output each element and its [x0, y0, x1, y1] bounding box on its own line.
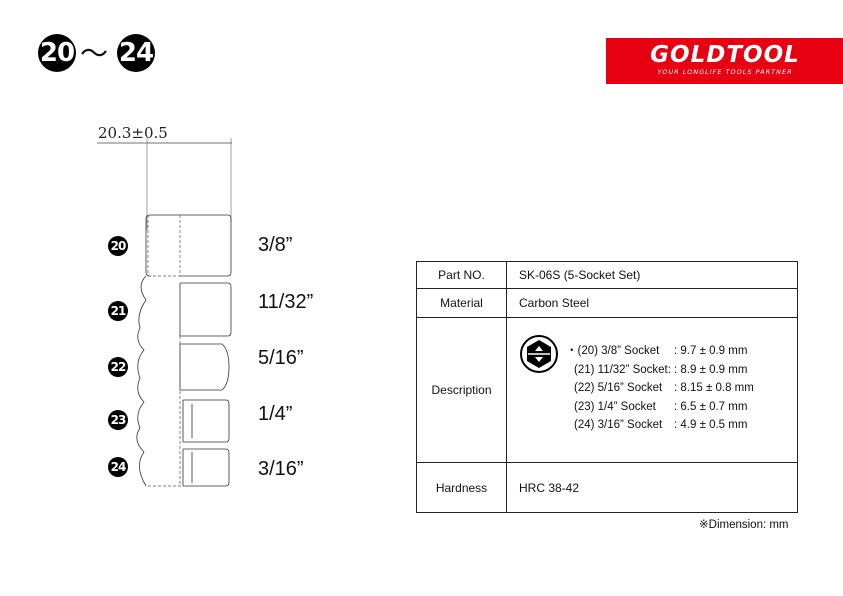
description-item: (23) 1/4” Socket: 6.5 ± 0.7 mm: [574, 400, 748, 413]
socket-23-outline: [183, 399, 230, 443]
description-item: (22) 5/16” Socket: 8.15 ± 0.8 mm: [574, 382, 754, 394]
material-label: Material: [416, 288, 507, 318]
part-no-label: Part NO.: [416, 261, 507, 289]
hardness-label: Hardness: [416, 462, 507, 513]
socket-size-21: 11/32”: [258, 291, 314, 313]
socket-23-detail: [182, 400, 193, 442]
socket-size-22: 5/16”: [258, 347, 304, 369]
goldtool-logo: GOLDTOOL YOUR LONGLIFE TOOLS PARTNER: [606, 38, 843, 84]
socket-size-23: 1/4”: [258, 403, 293, 425]
socket-badge-20: 20: [108, 236, 128, 256]
socket-badge-22: 22: [108, 357, 128, 377]
socket-badge-23: 23: [108, 410, 128, 430]
socket-21-outline: [180, 282, 232, 337]
dimension-label: 20.3±0.5: [98, 124, 168, 142]
description-item: (21) 11/32” Socket:: 8.9 ± 0.9 mm: [574, 363, 748, 376]
socket-24-outline: [183, 448, 230, 487]
part-no-value: SK-06S (5-Socket Set): [506, 261, 798, 289]
range-end-badge: 24: [117, 34, 155, 72]
description-cell: ・(20) 3/8” Socket: 9.7 ± 0.9 mm (21) 11/…: [506, 317, 798, 463]
logo-tagline: YOUR LONGLIFE TOOLS PARTNER: [657, 68, 793, 76]
description-item: ・(20) 3/8” Socket: 9.7 ± 0.9 mm: [566, 345, 748, 357]
socket-size-24: 3/16”: [258, 458, 304, 480]
hardness-value: HRC 38-42: [506, 462, 798, 513]
description-item: (24) 3/16” Socket: 4.9 ± 0.5 mm: [574, 419, 748, 431]
logo-brand: GOLDTOOL: [650, 42, 800, 68]
description-label: Description: [416, 317, 507, 463]
range-start-badge: 20: [38, 34, 76, 72]
dimension-note: ※Dimension: mm: [699, 519, 789, 531]
socket-22-outline: [180, 343, 230, 391]
material-value: Carbon Steel: [506, 288, 798, 318]
socket-body-profile: [136, 275, 147, 487]
socket-badge-21: 21: [108, 301, 128, 321]
range-separator: ～: [80, 37, 109, 70]
socket-size-20: 3/8”: [258, 234, 293, 256]
hex-socket-icon: [520, 335, 558, 373]
spec-table: Part NO. SK-06S (5-Socket Set) Material …: [416, 261, 798, 513]
socket-20-outline: [150, 214, 232, 277]
description-list: ・(20) 3/8” Socket: 9.7 ± 0.9 mm (21) 11/…: [566, 342, 754, 435]
socket-badge-24: 24: [108, 457, 128, 477]
socket-24-detail: [182, 449, 193, 486]
